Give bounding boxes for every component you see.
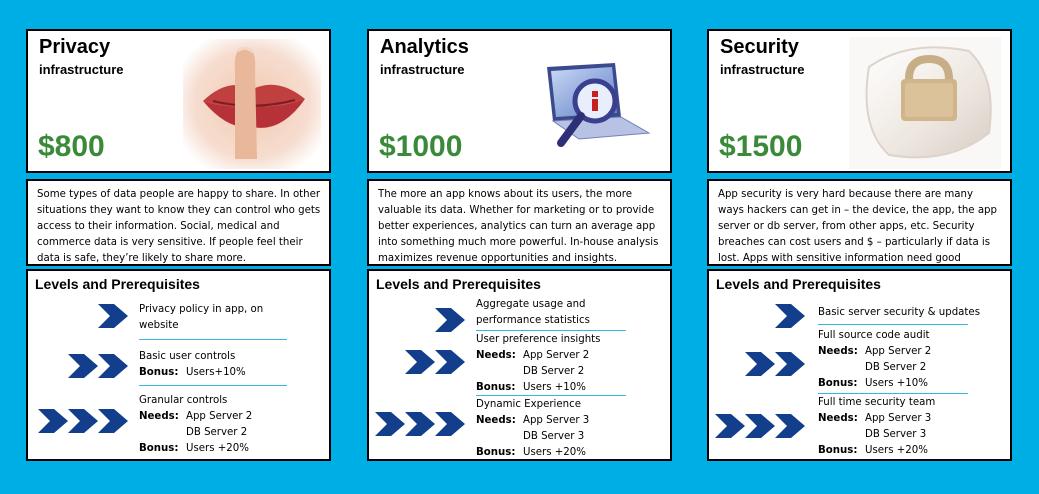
level-3-chevron-icon (68, 409, 98, 433)
level-3-text: Granular controls Needs:App Server 2 DB … (139, 395, 253, 454)
card-subtitle: infrastructure (380, 62, 465, 77)
level-2-text: Full source code audit Needs:App Server … (818, 330, 932, 389)
level-separator (476, 330, 626, 331)
level-1-chevron-icon (435, 308, 465, 332)
card-title: Analytics (380, 36, 469, 58)
level-3-chevron-icon (375, 412, 405, 436)
level-separator (818, 393, 968, 394)
level-1-chevron-icon (775, 304, 805, 328)
analytics-levels-box: Levels and Prerequisites Aggregate usage… (367, 269, 672, 461)
level-2-chevron-icon (745, 352, 775, 376)
level-2-text: User preference insights Needs:App Serve… (476, 334, 601, 393)
level-1-name: Basic server security & updates (818, 307, 980, 318)
card-subtitle: infrastructure (720, 62, 805, 77)
level-3-text: Dynamic Experience Needs:App Server 3 DB… (476, 399, 590, 458)
analytics-card-header: Analytics infrastructure $1000 (367, 29, 672, 173)
card-title: Privacy (39, 36, 111, 58)
level-3-chevron-icon (98, 409, 128, 433)
privacy-card-header: Privacy infrastructure $800 (26, 29, 331, 173)
level-separator (139, 385, 287, 386)
card-description: The more an app knows about its users, t… (378, 189, 659, 264)
privacy-levels-box: Levels and Prerequisites Privacy policy … (26, 269, 331, 461)
lips-shush-photo (183, 39, 321, 169)
laptop-magnifier-icon (547, 63, 651, 147)
card-title: Security (720, 36, 799, 58)
level-2-chevron-icon (68, 354, 98, 378)
padlock-key-photo (849, 37, 1001, 169)
levels-title: Levels and Prerequisites (376, 276, 541, 292)
level-3-text: Full time security team Needs:App Server… (818, 397, 936, 456)
analytics-description-box: The more an app knows about its users, t… (367, 179, 672, 266)
level-separator (818, 324, 968, 325)
level-2-chevron-icon (775, 352, 805, 376)
security-card-header: Security infrastructure $1500 (707, 29, 1012, 173)
level-2-chevron-icon (98, 354, 128, 378)
privacy-description-box: Some types of data people are happy to s… (26, 179, 331, 266)
level-3-chevron-icon (38, 409, 68, 433)
security-levels-box: Levels and Prerequisites Basic server se… (707, 269, 1012, 461)
level-separator (476, 395, 626, 396)
level-1-chevron-icon (98, 304, 128, 328)
level-3-chevron-icon (715, 414, 745, 438)
level-3-chevron-icon (745, 414, 775, 438)
level-2-chevron-icon (435, 350, 465, 374)
level-3-chevron-icon (435, 412, 465, 436)
card-price: $1500 (719, 130, 803, 163)
level-3-chevron-icon (775, 414, 805, 438)
level-2-text: Basic user controls Bonus:Users+10% (139, 351, 246, 378)
card-price: $800 (38, 130, 105, 163)
level-1-name: Privacy policy in app, on website (139, 304, 264, 331)
levels-title: Levels and Prerequisites (716, 276, 881, 292)
security-description-box: App security is very hard because there … (707, 179, 1012, 280)
levels-title: Levels and Prerequisites (35, 276, 200, 292)
level-3-chevron-icon (405, 412, 435, 436)
card-price: $1000 (379, 130, 463, 163)
level-1-name: Aggregate usage and performance statisti… (476, 299, 590, 326)
card-subtitle: infrastructure (39, 62, 124, 77)
card-description: Some types of data people are happy to s… (37, 189, 321, 264)
level-2-chevron-icon (405, 350, 435, 374)
level-separator (139, 339, 287, 340)
